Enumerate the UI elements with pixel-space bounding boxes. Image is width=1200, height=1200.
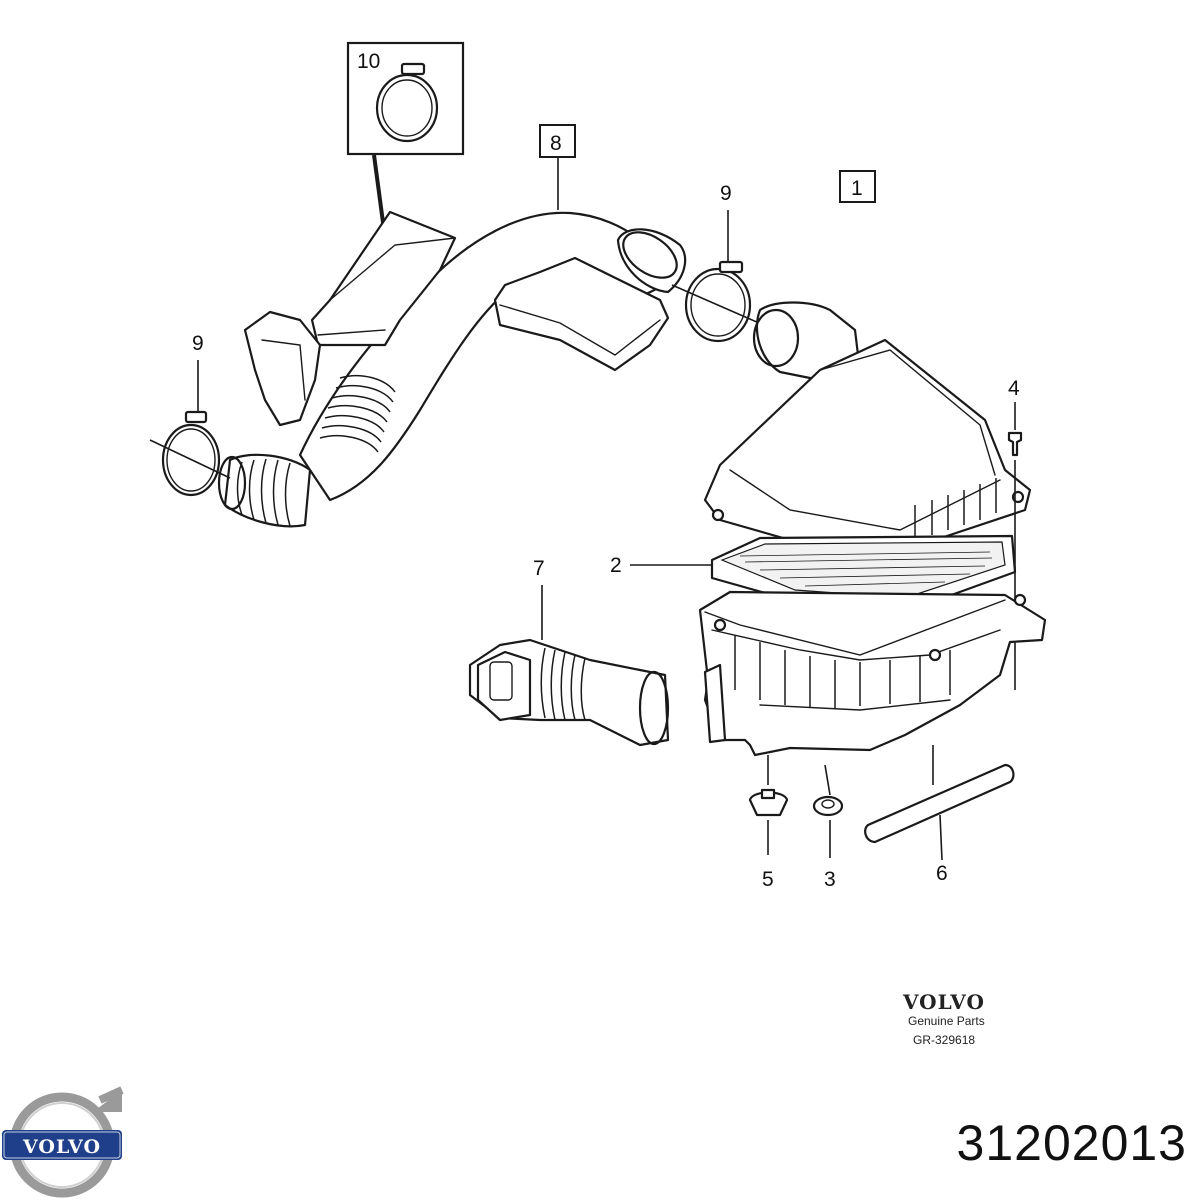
callout-8-box: 8 xyxy=(539,124,576,210)
volvo-logo: VOLVO xyxy=(2,1086,124,1198)
callout-9-right: 9 xyxy=(720,182,732,205)
callout-1-box: 1 xyxy=(839,170,876,203)
logo-text: VOLVO xyxy=(22,1136,101,1158)
grommet-5: 5 xyxy=(748,755,789,891)
seal-strip-6: 6 xyxy=(864,745,1015,885)
screw-4: 4 xyxy=(1007,377,1023,690)
intake-hose-8 xyxy=(217,210,687,528)
callout-9-left: 9 xyxy=(192,332,204,355)
hose-clamp-9-left: 9 xyxy=(149,332,231,497)
callout-7: 7 xyxy=(533,557,545,580)
intake-elbow-7: 7 xyxy=(468,557,670,747)
bushing-3: 3 xyxy=(812,764,844,891)
callout-6: 6 xyxy=(936,862,948,885)
callout-1: 1 xyxy=(851,177,863,200)
parts-ref: GR-329618 xyxy=(913,1033,975,1047)
filter-housing-lower xyxy=(698,590,1047,757)
parts-subtitle: Genuine Parts xyxy=(908,1014,985,1028)
callout-8: 8 xyxy=(550,132,562,155)
detail-box-10: 10 xyxy=(346,41,465,156)
filter-housing-cover xyxy=(703,301,1032,552)
parts-brand: VOLVO xyxy=(902,990,985,1014)
callout-2: 2 xyxy=(610,554,622,577)
callout-3: 3 xyxy=(824,868,836,891)
callout-5: 5 xyxy=(762,868,774,891)
callout-4: 4 xyxy=(1008,377,1020,400)
hose-corrugation xyxy=(319,374,396,453)
genuine-parts-block: VOLVO Genuine Parts GR-329618 xyxy=(902,990,985,1047)
callout-10: 10 xyxy=(357,50,380,73)
filter-element-2: 2 xyxy=(610,534,1017,612)
part-number: 31202013 xyxy=(957,1115,1187,1171)
